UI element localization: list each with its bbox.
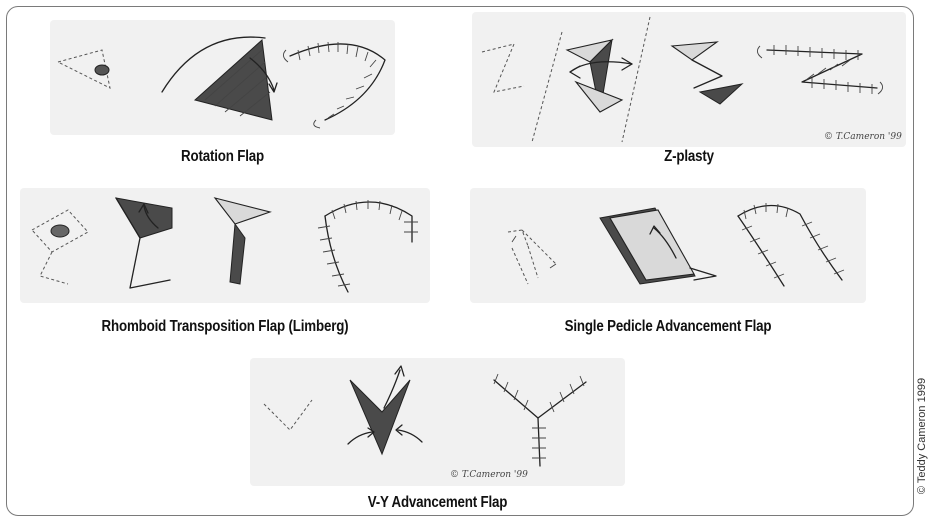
panel-single-pedicle-flap: Single Pedicle Advancement Flap [470,188,866,348]
single-pedicle-flap-caption: Single Pedicle Advancement Flap [498,318,839,336]
vy-flap-caption: V-Y Advancement Flap [276,494,599,512]
copyright-notice: © Teddy Cameron 1999 [916,378,928,494]
panel-rotation-flap: Rotation Flap [50,20,395,180]
rhomboid-flap-caption: Rhomboid Transposition Flap (Limberg) [49,318,402,336]
panel-rhomboid-flap: Rhomboid Transposition Flap (Limberg) [20,188,430,348]
rhomboid-flap-illustration [20,188,430,303]
panel-z-plasty: © T.Cameron '99 Z-plasty [472,12,906,180]
vy-flap-illustration [250,358,625,486]
panel-vy-flap: © T.Cameron '99 V-Y Advancement Flap [250,358,625,518]
z-plasty-signature: © T.Cameron '99 [824,132,902,142]
rotation-flap-caption: Rotation Flap [74,148,371,166]
z-plasty-caption: Z-plasty [502,148,875,166]
z-plasty-illustration [472,12,906,147]
vy-flap-signature: © T.Cameron '99 [450,470,528,480]
rotation-flap-illustration [50,20,395,135]
single-pedicle-flap-illustration [470,188,866,303]
